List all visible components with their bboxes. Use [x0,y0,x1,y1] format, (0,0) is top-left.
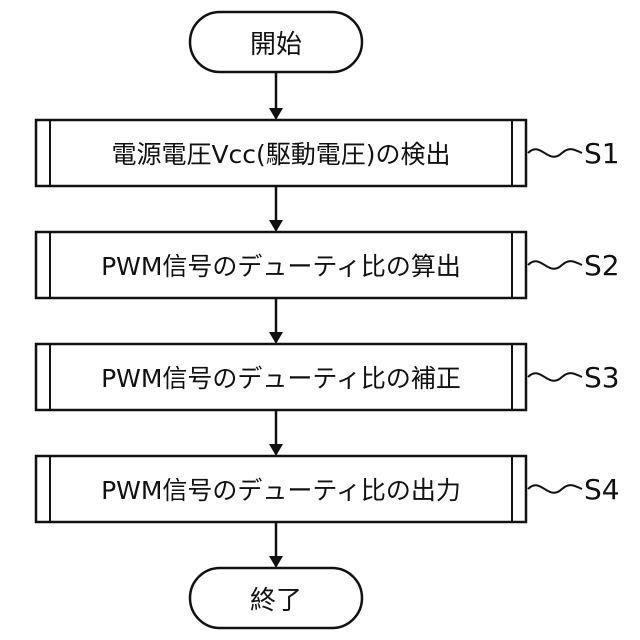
leader-s1 [528,149,582,157]
end-label: 終了 [190,568,362,628]
leader-s2 [528,261,582,269]
step-s2-tag: S2 [584,245,636,285]
leader-s4 [528,485,582,493]
step-s2-label: PWM信号のデューティ比の算出 [50,232,512,298]
step-s1-label: 電源電圧Vcc(駆動電圧)の検出 [50,120,512,186]
step-s4-label: PWM信号のデューティ比の出力 [50,456,512,522]
step-s1-tag: S1 [584,133,636,173]
step-s4-tag: S4 [584,469,636,509]
step-s3-tag: S3 [584,357,636,397]
start-label: 開始 [190,12,362,72]
step-s3-label: PWM信号のデューティ比の補正 [50,344,512,410]
leader-s3 [528,373,582,381]
